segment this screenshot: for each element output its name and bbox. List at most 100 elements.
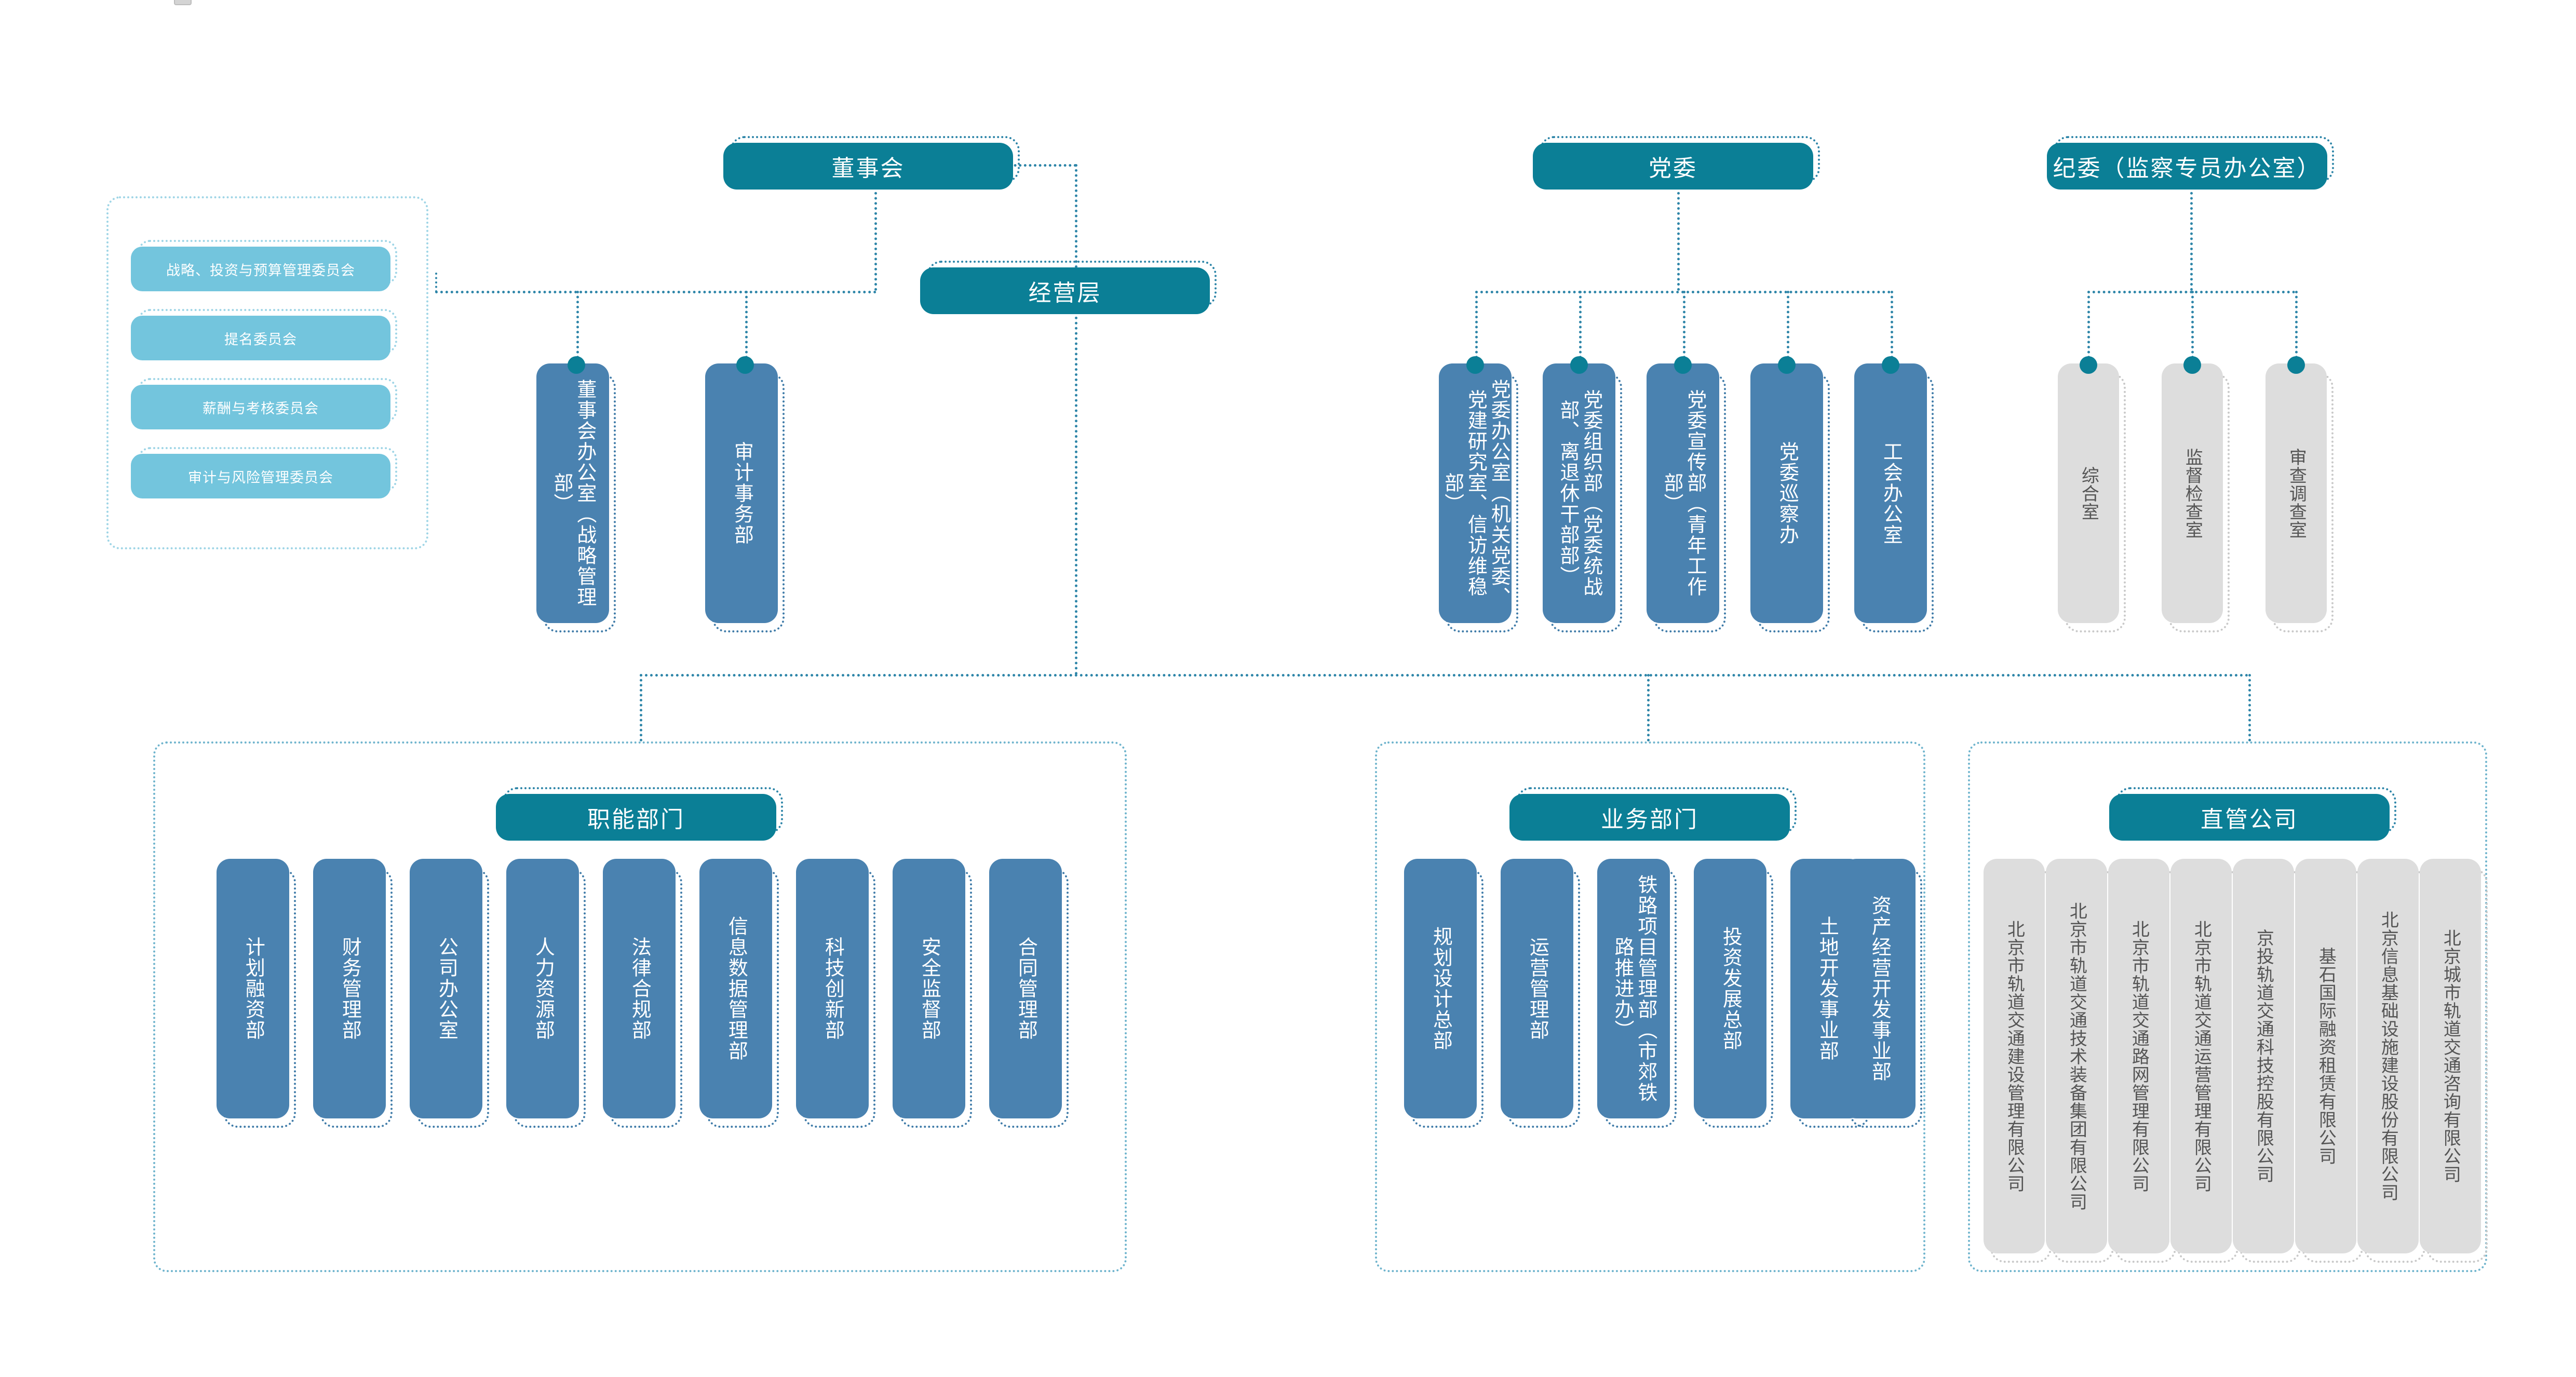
company-0[interactable]: 北京市轨道交通建设管理有限公司 <box>1984 859 2045 1253</box>
business-dept-0-label: 规划设计总部 <box>1429 926 1452 1051</box>
connector-sections-bus <box>640 674 2249 677</box>
company-5[interactable]: 基石国际融资租赁有限公司 <box>2295 859 2356 1253</box>
functional-dept-4-label: 法律合规部 <box>628 937 651 1041</box>
business-title-pill[interactable]: 业务部门 <box>1509 794 1790 841</box>
business-dept-3[interactable]: 投资发展总部 <box>1694 859 1766 1118</box>
functional-dept-7[interactable]: 安全监督部 <box>893 859 965 1118</box>
functional-dept-8[interactable]: 合同管理部 <box>989 859 1062 1118</box>
company-5-label: 基石国际融资租赁有限公司 <box>2316 947 2336 1165</box>
connector-disc-3 <box>2295 291 2298 363</box>
party-dept-4-node <box>1882 356 1899 374</box>
company-7[interactable]: 北京城市轨道交通咨询有限公司 <box>2420 859 2481 1253</box>
management-label: 经营层 <box>1028 280 1102 306</box>
company-4-label: 京投轨道交通科技控股有限公司 <box>2254 929 2274 1183</box>
discipline-dept-2[interactable]: 审查调查室 <box>2265 363 2327 623</box>
connector-disc-1 <box>2087 291 2090 363</box>
functional-dept-5[interactable]: 信息数据管理部 <box>699 859 772 1118</box>
party-dept-0[interactable]: 党委办公室（机关党委、党建研究室、信访维稳部） <box>1439 363 1512 623</box>
functional-section-group <box>153 741 1127 1272</box>
connector-board-to-party <box>1009 164 1076 167</box>
connector-management-down <box>1075 312 1077 675</box>
party-committee-pill[interactable]: 党委 <box>1533 143 1813 190</box>
functional-dept-3-label: 人力资源部 <box>532 937 554 1041</box>
business-dept-3-label: 投资发展总部 <box>1719 926 1742 1051</box>
board-pill[interactable]: 董事会 <box>723 143 1013 190</box>
connector-disc-2 <box>2191 291 2194 363</box>
company-2-label: 北京市轨道交通路网管理有限公司 <box>2129 920 2149 1193</box>
company-0-label: 北京市轨道交通建设管理有限公司 <box>2004 920 2025 1193</box>
board-office-0-label: 董事会办公室（战略管理部） <box>550 379 596 608</box>
discipline-dept-2-node <box>2287 356 2305 374</box>
discipline-committee-label: 纪委（监察专员办公室） <box>2053 156 2322 181</box>
functional-dept-3[interactable]: 人力资源部 <box>506 859 579 1118</box>
discipline-committee-pill[interactable]: 纪委（监察专员办公室） <box>2047 143 2327 190</box>
committee-0-label: 战略、投资与预算管理委员会 <box>166 262 355 278</box>
discipline-dept-1[interactable]: 监督检查室 <box>2162 363 2223 623</box>
connector-board-down <box>874 187 877 291</box>
business-dept-5[interactable]: 资产经营开发事业部 <box>1843 859 1916 1118</box>
discipline-dept-1-label: 监督检查室 <box>2182 448 2203 539</box>
connector-party-1 <box>1475 291 1478 363</box>
party-dept-3[interactable]: 党委巡察办 <box>1750 363 1823 623</box>
board-committees-group <box>106 196 428 549</box>
connector-to-board-office <box>576 291 579 363</box>
functional-dept-0[interactable]: 计划融资部 <box>217 859 289 1118</box>
company-7-label: 北京城市轨道交通咨询有限公司 <box>2440 929 2461 1183</box>
companies-title-label: 直管公司 <box>2201 807 2298 832</box>
discipline-dept-1-node <box>2183 356 2201 374</box>
party-dept-3-node <box>1778 356 1796 374</box>
company-6[interactable]: 北京信息基础设施建设股份有限公司 <box>2357 859 2419 1253</box>
committee-1[interactable]: 提名委员会 <box>131 316 390 360</box>
functional-dept-4[interactable]: 法律合规部 <box>603 859 676 1118</box>
company-1-label: 北京市轨道交通技术装备集团有限公司 <box>2067 901 2087 1211</box>
cropped-toolbar-artifact <box>174 0 192 5</box>
party-dept-4-label: 工会办公室 <box>1880 441 1902 545</box>
functional-dept-6[interactable]: 科技创新部 <box>796 859 869 1118</box>
party-dept-2[interactable]: 党委宣传部（青年工作部） <box>1647 363 1719 623</box>
functional-dept-7-label: 安全监督部 <box>918 937 940 1041</box>
connector-board-to-committees <box>435 273 439 292</box>
business-title-label: 业务部门 <box>1601 807 1698 832</box>
business-dept-0[interactable]: 规划设计总部 <box>1404 859 1477 1118</box>
board-office-1-node <box>736 356 754 374</box>
business-section-group <box>1375 741 1925 1272</box>
board-office-0-node <box>568 356 585 374</box>
company-3[interactable]: 北京市轨道交通运营管理有限公司 <box>2170 859 2232 1253</box>
discipline-dept-0-label: 综合室 <box>2079 466 2099 521</box>
company-1[interactable]: 北京市轨道交通技术装备集团有限公司 <box>2046 859 2107 1253</box>
committee-3-label: 审计与风险管理委员会 <box>188 469 333 485</box>
business-dept-2[interactable]: 铁路项目管理部（市郊铁路推进办） <box>1597 859 1670 1118</box>
functional-dept-2[interactable]: 公司办公室 <box>410 859 482 1118</box>
connector-to-business <box>1647 674 1650 741</box>
business-dept-1[interactable]: 运营管理部 <box>1501 859 1573 1118</box>
party-dept-4[interactable]: 工会办公室 <box>1854 363 1927 623</box>
committee-3[interactable]: 审计与风险管理委员会 <box>131 454 390 498</box>
functional-title-pill[interactable]: 职能部门 <box>496 794 776 841</box>
business-dept-4-label: 土地开发事业部 <box>1816 916 1838 1061</box>
connector-to-functional <box>640 674 642 741</box>
connector-party-down <box>1677 187 1680 291</box>
functional-dept-6-label: 科技创新部 <box>821 937 844 1041</box>
business-dept-1-label: 运营管理部 <box>1526 937 1548 1041</box>
board-office-1[interactable]: 审计事务部 <box>705 363 778 623</box>
committee-2[interactable]: 薪酬与考核委员会 <box>131 385 390 429</box>
committee-1-label: 提名委员会 <box>224 331 297 347</box>
connector-to-audit-office <box>745 291 748 363</box>
companies-title-pill[interactable]: 直管公司 <box>2109 794 2390 841</box>
discipline-dept-0[interactable]: 综合室 <box>2058 363 2119 623</box>
functional-dept-2-label: 公司办公室 <box>435 937 457 1041</box>
board-office-0[interactable]: 董事会办公室（战略管理部） <box>536 363 609 623</box>
company-4[interactable]: 京投轨道交通科技控股有限公司 <box>2233 859 2294 1253</box>
connector-bus-down <box>1075 164 1077 273</box>
company-2[interactable]: 北京市轨道交通路网管理有限公司 <box>2108 859 2169 1253</box>
board-office-1-label: 审计事务部 <box>731 441 753 545</box>
connector-discipline-down <box>2190 187 2193 291</box>
party-dept-1[interactable]: 党委组织部（党委统战部、离退休干部部） <box>1543 363 1615 623</box>
discipline-dept-2-label: 审查调查室 <box>2286 448 2307 539</box>
connector-party-2 <box>1579 291 1582 363</box>
management-pill[interactable]: 经营层 <box>920 267 1210 314</box>
committee-0[interactable]: 战略、投资与预算管理委员会 <box>131 247 390 291</box>
discipline-dept-0-node <box>2080 356 2097 374</box>
functional-dept-1[interactable]: 财务管理部 <box>313 859 386 1118</box>
